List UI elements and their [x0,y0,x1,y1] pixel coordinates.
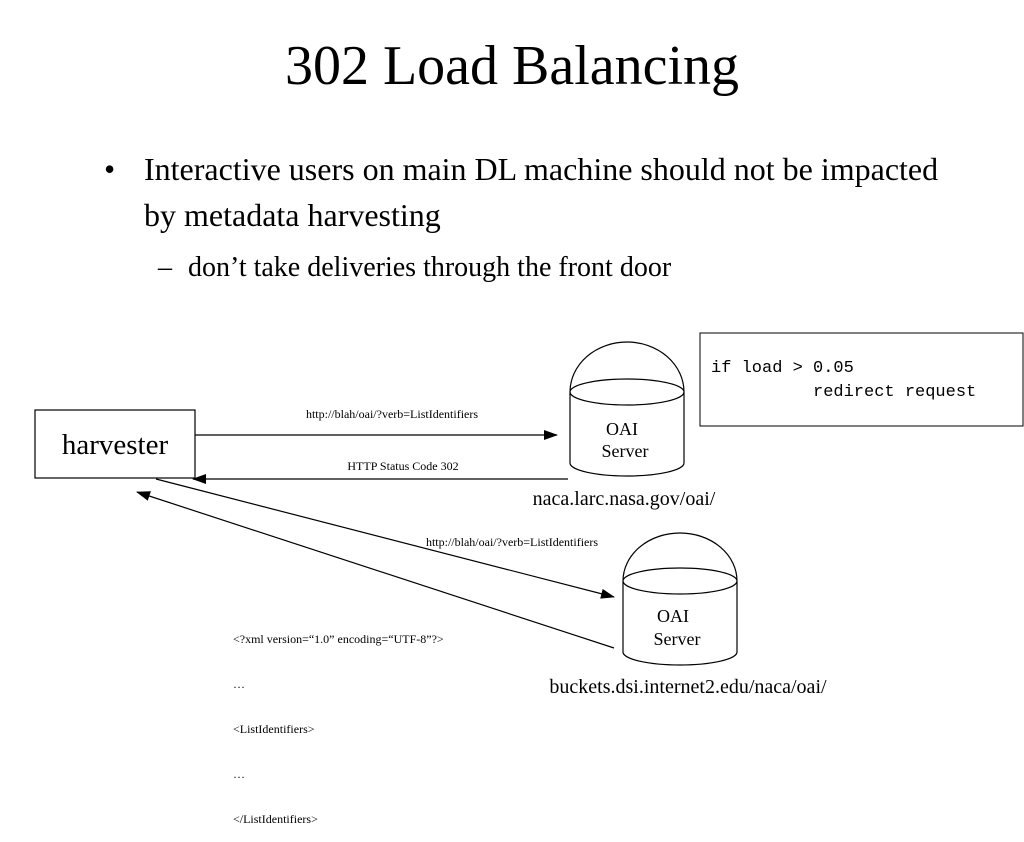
code-line-1: if load > 0.05 [711,359,854,378]
xml-line: <ListIdentifiers> [233,722,315,736]
server-1-cylinder: OAI Server [569,341,685,477]
bullet-marker: • [104,151,116,187]
slide-title: 302 Load Balancing [284,35,740,97]
code-line-2: redirect request [813,383,976,402]
bullet-text: Interactive users on main DL machine sho… [144,151,939,233]
server-2-line-2: Server [654,629,701,649]
server-2-cylinder: OAI Server [622,532,738,666]
bullet-sub-text: don’t take deliveries through the front … [188,252,672,283]
request-2-arrow [155,478,615,599]
server-2-line-1: OAI [657,606,689,626]
server-1-line-1: OAI [606,419,638,439]
harvester-label: harvester [62,429,169,461]
xml-response-arrow [136,491,615,649]
xml-line: … [233,677,245,691]
server-1-line-2: Server [602,441,649,461]
server-2-url: buckets.dsi.internet2.edu/naca/oai/ [549,676,827,698]
harvester-node: harvester [34,409,196,479]
xml-line: … [233,767,245,781]
xml-line: <?xml version=“1.0” encoding=“UTF-8”?> [233,632,444,646]
flow-diagram: harvester if load > 0.05 redirect reques… [34,332,1024,698]
server-1-url: naca.larc.nasa.gov/oai/ [533,488,716,510]
request-1-label: http://blah/oai/?verb=ListIdentifiers [306,407,478,421]
response-302-label: HTTP Status Code 302 [347,459,458,473]
xml-response-text: <?xml version=“1.0” encoding=“UTF-8”?> …… [233,602,444,842]
code-box: if load > 0.05 redirect request [699,332,1024,427]
bullet-sub-marker: – [158,252,172,283]
request-2-label: http://blah/oai/?verb=ListIdentifiers [426,535,598,549]
xml-line: </ListIdentifiers> [233,812,318,826]
